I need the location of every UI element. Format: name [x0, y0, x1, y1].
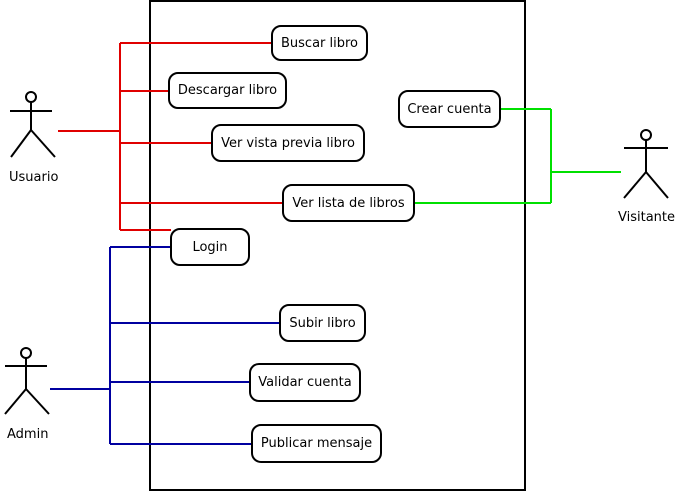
- admin-actor-figure: [4, 347, 50, 415]
- use-case-ver-lista-de-libros[interactable]: Ver lista de libros: [282, 184, 415, 222]
- use-case-buscar-libro[interactable]: Buscar libro: [271, 25, 368, 61]
- admin-label: Admin: [7, 427, 49, 442]
- use-case-crear-cuenta[interactable]: Crear cuenta: [398, 90, 501, 128]
- use-case-login[interactable]: Login: [170, 228, 250, 266]
- usuario-actor-figure: [10, 91, 56, 158]
- system-boundary: [149, 0, 526, 491]
- use-case-subir-libro[interactable]: Subir libro: [279, 304, 366, 342]
- use-case-publicar-mensaje[interactable]: Publicar mensaje: [251, 424, 382, 463]
- usuario-connections: [58, 42, 283, 231]
- admin-connections: [50, 246, 280, 445]
- visitante-label: Visitante: [618, 210, 676, 225]
- use-case-ver-vista-previa-libro[interactable]: Ver vista previa libro: [211, 124, 365, 162]
- use-case-validar-cuenta[interactable]: Validar cuenta: [249, 363, 361, 402]
- usuario-label: Usuario: [9, 170, 59, 185]
- visitante-actor-figure: [623, 129, 669, 199]
- visitante-connections: [414, 108, 621, 204]
- use-case-descargar-libro[interactable]: Descargar libro: [168, 72, 287, 109]
